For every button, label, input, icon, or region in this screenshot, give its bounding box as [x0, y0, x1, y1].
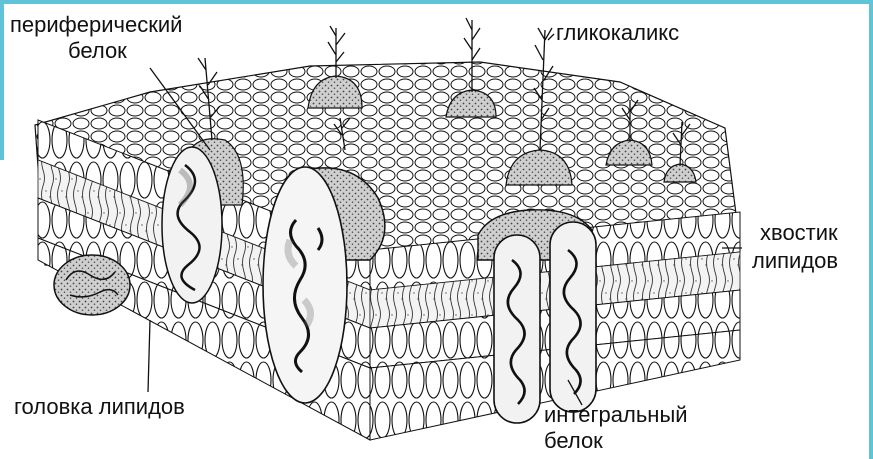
label-lipid-tail-1: хвостик — [760, 222, 838, 244]
label-lipid-head: головка липидов — [14, 396, 185, 418]
integral-protein-right — [478, 210, 596, 423]
label-integral-protein-2: белок — [544, 430, 603, 452]
small-integral-protein — [54, 255, 130, 315]
label-integral-protein-1: интегральный — [544, 404, 688, 426]
label-peripheral-protein-2: белок — [68, 40, 127, 62]
label-lipid-tail-2: липидов — [752, 250, 838, 272]
label-glycocalyx: гликокаликс — [556, 22, 679, 44]
label-peripheral-protein-1: периферический — [10, 14, 182, 36]
integral-protein-left — [162, 147, 222, 303]
